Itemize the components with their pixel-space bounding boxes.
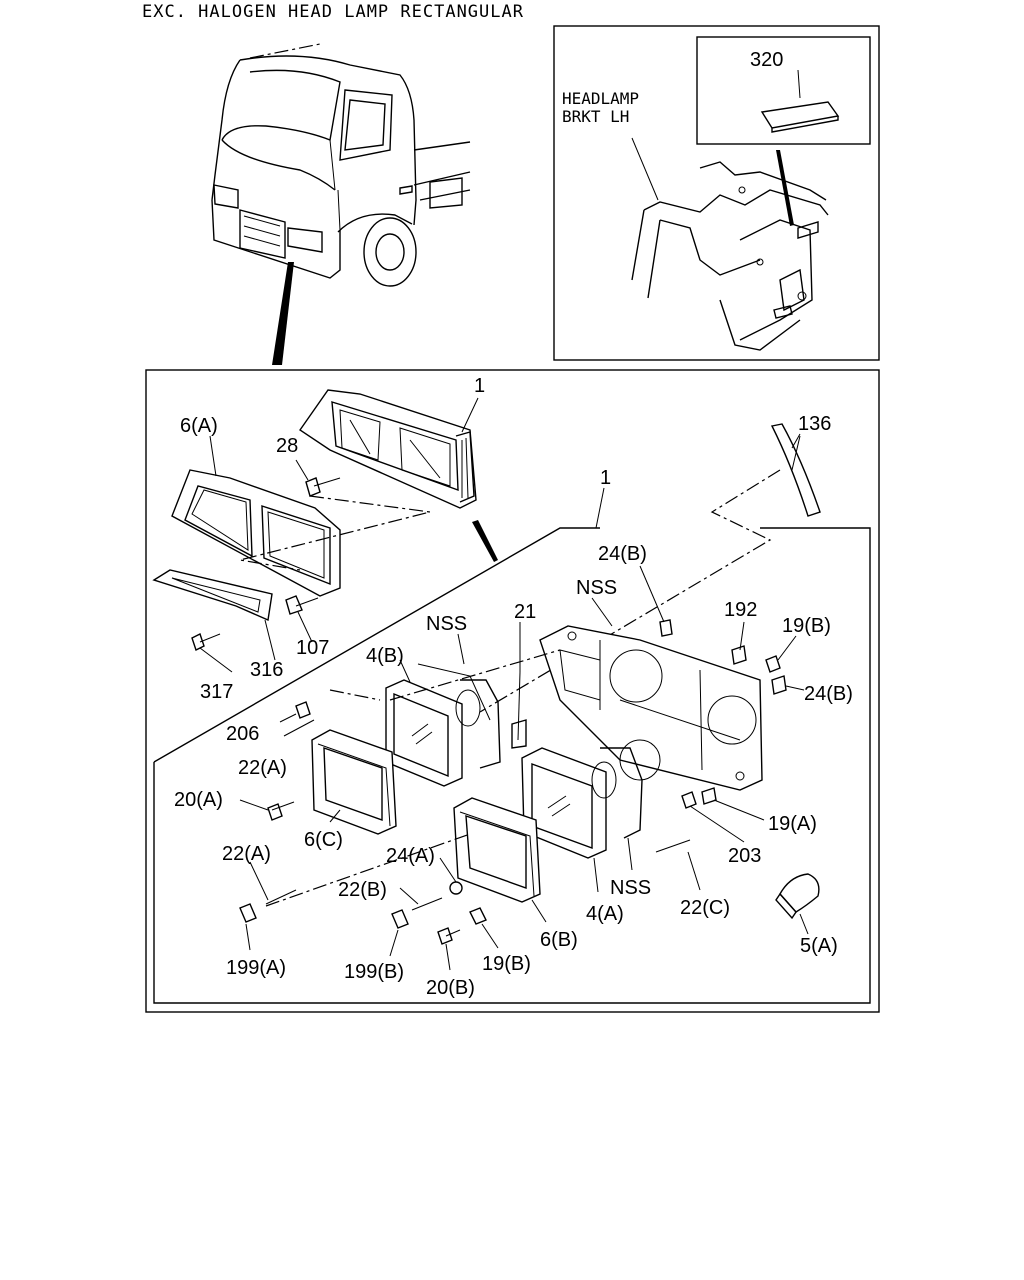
- callout-203: 203: [728, 845, 761, 867]
- label-nss-left: NSS: [426, 613, 467, 635]
- bulb-5A: [775, 873, 820, 920]
- callout-6B: 6(B): [540, 929, 578, 951]
- sealed-lamp-4A: [521, 747, 643, 859]
- label-nss-top: NSS: [576, 577, 617, 599]
- rim-6C: [311, 729, 397, 835]
- callout-19A: 19(A): [768, 813, 817, 835]
- callout-199A: 199(A): [226, 957, 286, 979]
- callout-192: 192: [724, 599, 757, 621]
- callout-24A: 24(A): [386, 845, 435, 867]
- callout-316: 316: [250, 659, 283, 681]
- label-nss-bottom: NSS: [610, 877, 651, 899]
- callout-199B: 199(B): [344, 961, 404, 983]
- callout-206: 206: [226, 723, 259, 745]
- sealed-lamp-4B: [385, 663, 501, 787]
- callout-24B-right: 24(B): [804, 683, 853, 705]
- bracket-label-line2: BRKT LH: [562, 107, 629, 126]
- callout-22A-low: 22(A): [222, 843, 271, 865]
- leader-dash-lower: [265, 649, 561, 907]
- leader-dash-main: [479, 469, 781, 713]
- callout-136: 136: [798, 413, 831, 435]
- truck-illustration: [211, 43, 471, 365]
- callout-19B-right: 19(B): [782, 615, 831, 637]
- wire-21: [517, 671, 521, 741]
- callout-24B-top: 24(B): [598, 543, 647, 565]
- callout-317: 317: [200, 681, 233, 703]
- callout-320: 320: [750, 49, 783, 71]
- trim-316: [152, 569, 276, 661]
- callout-20A: 20(A): [174, 789, 223, 811]
- callout-1-upper: 1: [474, 375, 485, 397]
- callout-21: 21: [514, 601, 536, 623]
- callout-5A: 5(A): [800, 935, 838, 957]
- bezel-6A: [171, 469, 341, 597]
- callout-19B-bottom: 19(B): [482, 953, 531, 975]
- callout-4B: 4(B): [366, 645, 404, 667]
- inset-panel: [553, 25, 880, 361]
- trim-136: [770, 423, 821, 517]
- bracket-label-line1: HEADLAMP: [562, 89, 639, 108]
- callout-20B: 20(B): [426, 977, 475, 999]
- leader-lines: [199, 397, 809, 971]
- callout-22C: 22(C): [680, 897, 730, 919]
- rim-6B: [453, 797, 541, 903]
- screw-28: [295, 459, 341, 497]
- callout-28: 28: [276, 435, 298, 457]
- sub-frame: [153, 527, 871, 1004]
- callout-6A: 6(A): [180, 415, 218, 437]
- main-frame: [145, 369, 880, 1013]
- leader-dash-top: [239, 495, 431, 571]
- callout-1-lower: 1: [600, 467, 611, 489]
- callout-6C: 6(C): [304, 829, 343, 851]
- upper-lamp-housing: [299, 389, 498, 562]
- page-title: EXC. HALOGEN HEAD LAMP RECTANGULAR: [142, 2, 524, 22]
- screw-107: [285, 595, 319, 615]
- screw-317: [191, 633, 221, 651]
- lamp-bracket: [539, 625, 763, 791]
- callout-22B: 22(B): [338, 879, 387, 901]
- connector-21: [511, 719, 527, 749]
- callout-22A-mid: 22(A): [238, 757, 287, 779]
- callout-107: 107: [296, 637, 329, 659]
- callout-4A: 4(A): [586, 903, 624, 925]
